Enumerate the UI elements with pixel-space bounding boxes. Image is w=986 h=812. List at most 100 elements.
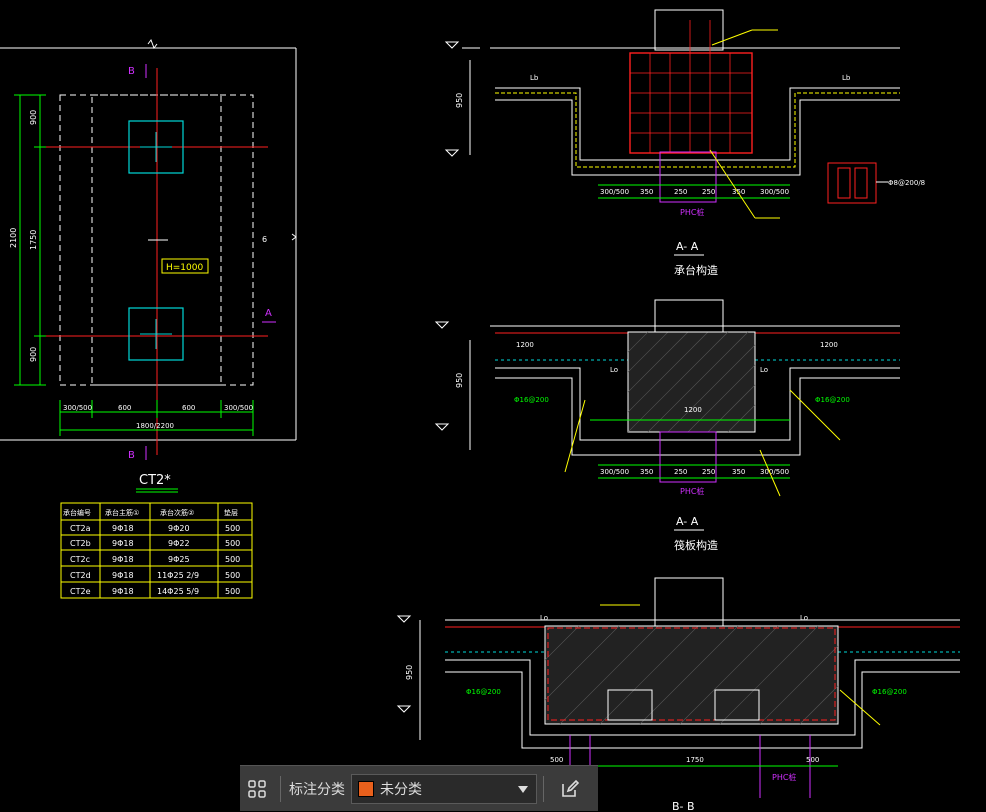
category-selected-value: 未分类 [380, 781, 422, 798]
s1-dim: 250 [702, 188, 715, 196]
s3-left-note: Φ16@200 [466, 688, 501, 696]
toolbar-divider [543, 775, 544, 802]
s2-dim: 350 [640, 468, 653, 476]
s2-left-note: Φ16@200 [514, 396, 549, 404]
s2-title: A- A [676, 515, 699, 528]
schedule-header-4: 垫层 [224, 508, 238, 517]
section-marker-bottom: B [128, 450, 135, 461]
s1-height-dim: 950 [455, 93, 464, 108]
table-row: CT2b 9Φ18 9Φ22 500 [70, 539, 240, 548]
table-cell: 11Φ25 2/9 [157, 571, 199, 580]
s1-dim: 300/500 [760, 188, 789, 196]
bottom-dim-4: 300/500 [224, 404, 253, 412]
s1-dim: 350 [640, 188, 653, 196]
bottom-dim-1: 300/500 [63, 404, 92, 412]
s1-dim: 350 [732, 188, 745, 196]
s3-right-note: Φ16@200 [872, 688, 907, 696]
table-cell: CT2b [70, 539, 91, 548]
s1-pile-label: PHC桩 [680, 207, 704, 217]
plan-title: CT2* [139, 473, 171, 488]
table-cell: 500 [225, 587, 240, 596]
left-dim-3: 1750 [29, 230, 38, 250]
left-dim-2: 2100 [9, 228, 18, 248]
table-cell: 9Φ20 [168, 524, 190, 533]
section-marker-right: A [265, 308, 272, 319]
pile-cap-plan: H=1000 B B A 900 2100 1750 900 6 300/500… [0, 38, 297, 493]
table-cell: 9Φ18 [112, 587, 134, 596]
s2-height-dim: 950 [455, 373, 464, 388]
section-raft: 950 PHC桩 1200 1200 1200 Lo Lo Φ16@200 Φ1… [434, 299, 900, 552]
s2-dim: 350 [732, 468, 745, 476]
elevation-note: H=1000 [166, 263, 203, 273]
category-label: 标注分类 [289, 781, 345, 798]
bottom-dim-2: 600 [118, 404, 131, 412]
s2-top-dim-left: 1200 [516, 341, 534, 349]
table-cell: 9Φ18 [112, 524, 134, 533]
s1-dim: 250 [674, 188, 687, 196]
s2-lo-right: Lo [760, 366, 768, 374]
table-cell: 9Φ22 [168, 539, 190, 548]
s3-dim: 500 [550, 756, 563, 764]
table-cell: 9Φ18 [112, 555, 134, 564]
left-dim-1: 900 [29, 110, 38, 125]
category-select[interactable]: 未分类 [351, 773, 537, 804]
s1-detail-note: Φ8@200/8 [888, 179, 925, 187]
table-row: CT2a 9Φ18 9Φ20 500 [70, 524, 240, 533]
table-cell: 9Φ18 [112, 571, 134, 580]
s2-dim: 250 [702, 468, 715, 476]
s1-title: A- A [676, 240, 699, 253]
s3-pile-label: PHC桩 [772, 772, 796, 782]
toolbar-divider [280, 775, 281, 802]
s3-height-dim: 950 [405, 665, 414, 680]
left-dim-4: 900 [29, 347, 38, 362]
table-cell: 500 [225, 524, 240, 533]
grid-icon[interactable] [240, 766, 274, 812]
s2-pile-label: PHC桩 [680, 486, 704, 496]
s1-right-dim: Lb [842, 74, 851, 82]
category-color-swatch [358, 780, 374, 797]
rebar-schedule-table: 承台编号 承台主筋① 承台次筋② 垫层 CT2a 9Φ18 9Φ20 500 C… [60, 502, 253, 599]
s2-mid-dim: 1200 [684, 406, 702, 414]
annotation-category-toolbar: 标注分类 未分类 [240, 765, 598, 811]
section-pile-cap: 950 PHC桩 300/500 350 250 250 350 300/500… [444, 9, 925, 277]
table-row: CT2d 9Φ18 11Φ25 2/9 500 [70, 571, 240, 580]
s3-dim: 500 [806, 756, 819, 764]
s1-subtitle: 承台构造 [674, 263, 718, 277]
table-cell: 500 [225, 555, 240, 564]
table-cell: CT2c [70, 555, 90, 564]
edit-icon[interactable] [550, 766, 590, 812]
total-dim: 1800/2200 [136, 422, 174, 430]
section-marker-top: B [128, 66, 135, 77]
table-cell: 9Φ25 [168, 555, 190, 564]
s3-lo-left: Lo [540, 614, 548, 622]
s3-lo-right: Lo [800, 614, 808, 622]
table-cell: CT2a [70, 524, 91, 533]
table-cell: 14Φ25 5/9 [157, 587, 199, 596]
table-cell: 9Φ18 [112, 539, 134, 548]
s1-dim: 300/500 [600, 188, 629, 196]
right-dim: 6 [262, 235, 267, 244]
schedule-header-2: 承台主筋① [105, 508, 139, 517]
s3-title: B- B [672, 800, 695, 811]
s1-left-dim: Lb [530, 74, 539, 82]
s2-subtitle: 筏板构造 [674, 538, 718, 552]
table-cell: CT2e [70, 587, 91, 596]
s2-lo-left: Lo [610, 366, 618, 374]
schedule-header-3: 承台次筋② [160, 508, 194, 517]
s2-right-note: Φ16@200 [815, 396, 850, 404]
table-cell: CT2d [70, 571, 91, 580]
s2-dim: 300/500 [600, 468, 629, 476]
s2-top-dim-right: 1200 [820, 341, 838, 349]
chevron-down-icon [518, 785, 528, 793]
table-cell: 500 [225, 539, 240, 548]
bottom-dim-3: 600 [182, 404, 195, 412]
s2-dim: 300/500 [760, 468, 789, 476]
section-bb: 950 PHC桩 500 1750 500 Lo Lo Φ16@200 Φ16@… [396, 577, 960, 811]
s2-dim: 250 [674, 468, 687, 476]
schedule-header-1: 承台编号 [63, 508, 91, 517]
s3-dim: 1750 [686, 756, 704, 764]
table-row: CT2c 9Φ18 9Φ25 500 [70, 555, 240, 564]
table-row: CT2e 9Φ18 14Φ25 5/9 500 [70, 587, 240, 596]
table-cell: 500 [225, 571, 240, 580]
